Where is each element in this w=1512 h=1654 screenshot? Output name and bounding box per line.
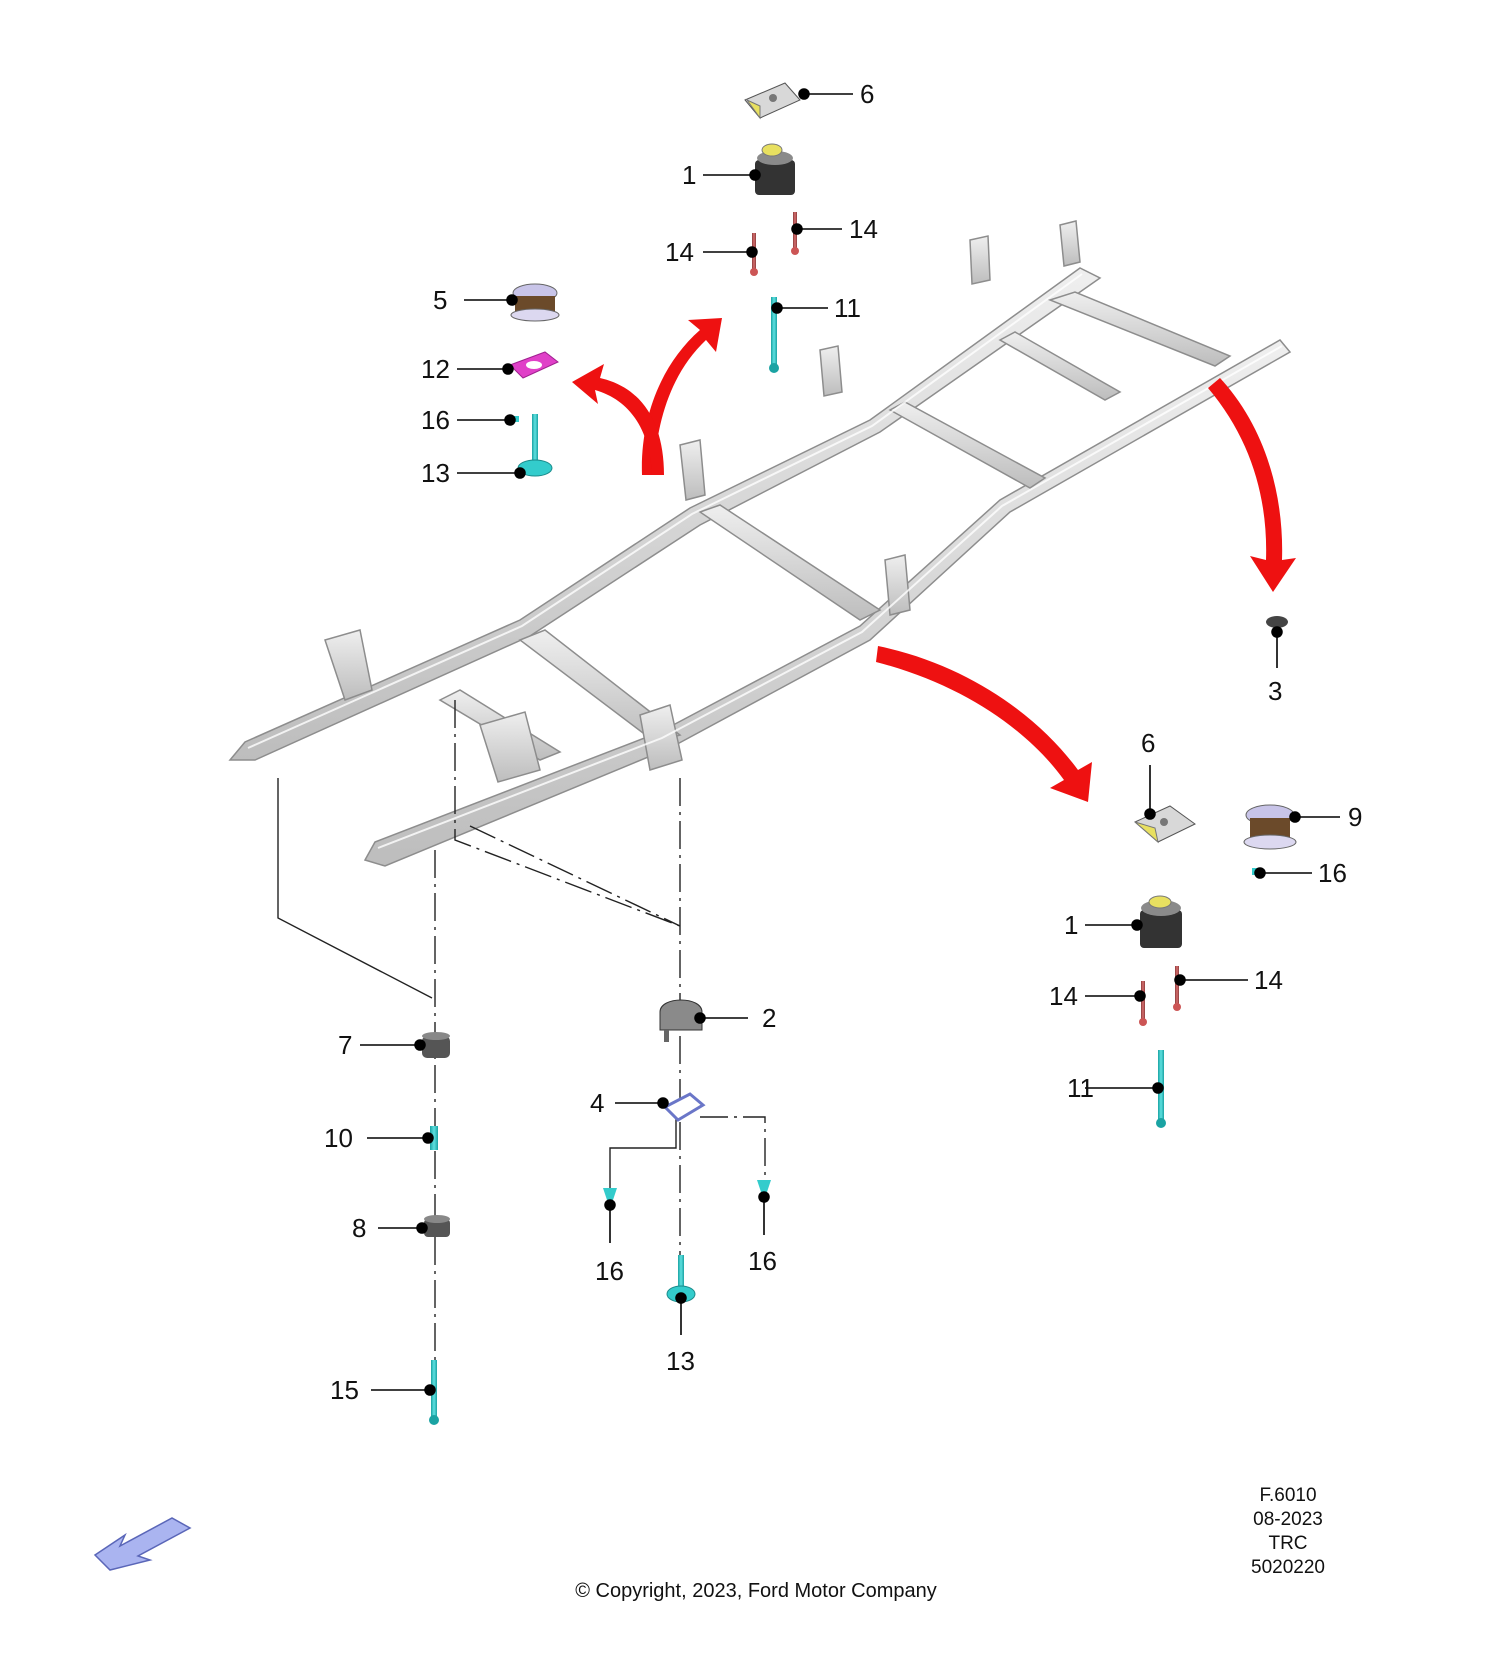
part-13-bottom-stud (666, 1255, 696, 1303)
body-mount-tower-3 (819, 345, 843, 397)
part-14-top-left-bolt (750, 233, 758, 276)
callout-11-right: 11 (1067, 1073, 1094, 1103)
rear-bracket-left (324, 629, 373, 701)
part-3-cap (1266, 616, 1288, 628)
part-6-right-plate (1134, 805, 1196, 844)
callout-12: 12 (421, 354, 450, 384)
chassis-frame (228, 220, 1292, 867)
cross-member-2 (888, 401, 1047, 489)
callout-6-right: 6 (1141, 728, 1155, 758)
red-arrow-down-center (876, 646, 1092, 802)
callout-5: 5 (433, 285, 447, 315)
part-16-bottom-left-nut (603, 1188, 617, 1200)
assembly-line-mid-diag (469, 825, 681, 927)
part-16-top-nut (513, 416, 519, 422)
part-16-right-nut (1252, 868, 1258, 875)
callout-4: 4 (590, 1088, 604, 1118)
cross-member-3 (698, 504, 882, 621)
part-1-right-mount (1140, 895, 1182, 948)
callout-1-right: 1 (1064, 910, 1078, 940)
callout-1-top: 1 (682, 160, 696, 190)
red-arrow-down-right (1208, 378, 1296, 592)
drawing-code: F.6010 (1259, 1485, 1317, 1506)
callout-3: 3 (1268, 676, 1282, 706)
part-8-bushing (424, 1215, 450, 1237)
orientation-arrow-icon (93, 1517, 192, 1571)
body-mount-tower-4 (969, 235, 991, 285)
callout-13-bottom: 13 (666, 1346, 695, 1376)
body-mount-tower-2 (884, 554, 911, 616)
part-12-gasket (509, 351, 559, 379)
assembly-line-washer-left (609, 1114, 677, 1195)
callout-2: 2 (762, 1003, 776, 1033)
callout-16-right: 16 (1318, 858, 1347, 888)
part-13-top-stud (517, 414, 553, 477)
callout-6-top: 6 (860, 79, 874, 109)
leader-lines (360, 88, 1340, 1396)
callout-15: 15 (330, 1375, 359, 1405)
body-mount-tower-1 (679, 439, 706, 501)
cross-member-front (1047, 291, 1232, 367)
callout-13-left: 13 (421, 458, 450, 488)
cross-member-4 (518, 629, 682, 743)
part-14-top-right-bolt (791, 212, 799, 255)
callout-16-br: 16 (748, 1246, 777, 1276)
cross-member-1 (998, 331, 1122, 401)
callout-14-top-l: 14 (665, 237, 694, 267)
part-15-bolt (429, 1360, 439, 1425)
callout-14-right-l: 14 (1049, 981, 1078, 1011)
drawing-region: TRC (1268, 1533, 1308, 1554)
callout-numbers: 6 1 14 14 11 5 12 16 13 3 6 9 16 1 14 14… (324, 79, 1362, 1405)
callout-14-top-r: 14 (849, 214, 878, 244)
part-9-mount (1243, 804, 1297, 850)
part-4-washer (662, 1092, 706, 1122)
part-7-bushing (422, 1032, 450, 1058)
part-10-sleeve (430, 1126, 438, 1150)
body-mount-tower-5 (1059, 220, 1081, 267)
red-arrows (572, 318, 1296, 802)
part-2-mount (659, 999, 703, 1042)
frame-rail-left (228, 267, 1102, 761)
chassis-frame-edges (247, 273, 1283, 849)
drawing-metadata: F.6010 08-2023 TRC 5020220 (1208, 1484, 1368, 1580)
copyright-notice: © Copyright, 2023, Ford Motor Company (575, 1580, 937, 1602)
part-16-bottom-right-nut (757, 1180, 771, 1192)
part-14-right-right-bolt (1173, 966, 1181, 1011)
callout-11-top: 11 (834, 293, 861, 323)
callout-7: 7 (338, 1030, 352, 1060)
callout-16-left: 16 (421, 405, 450, 435)
callout-9: 9 (1348, 802, 1362, 832)
red-arrow-up-top (641, 318, 722, 475)
part-1-top-mount (755, 143, 795, 195)
drawing-date: 08-2023 (1253, 1509, 1323, 1530)
rear-bracket-center (479, 711, 541, 783)
part-5-mount (510, 283, 560, 322)
frame-rail-right (363, 339, 1292, 867)
assembly-line-washer-right (700, 1116, 766, 1185)
callout-14-right-r: 14 (1254, 965, 1283, 995)
drawing-number: 5020220 (1251, 1557, 1325, 1578)
red-arrow-left-top (572, 364, 664, 475)
part-14-right-left-bolt (1139, 981, 1147, 1026)
assembly-line-rear-left (277, 778, 433, 999)
part-6-top-plate (744, 82, 801, 120)
part-11-top-bolt (769, 297, 779, 373)
callout-8: 8 (352, 1213, 366, 1243)
assembly-line-rear-diag (454, 700, 681, 927)
callout-16-bl: 16 (595, 1256, 624, 1286)
part-11-right-bolt (1156, 1050, 1166, 1128)
callout-10: 10 (324, 1123, 353, 1153)
